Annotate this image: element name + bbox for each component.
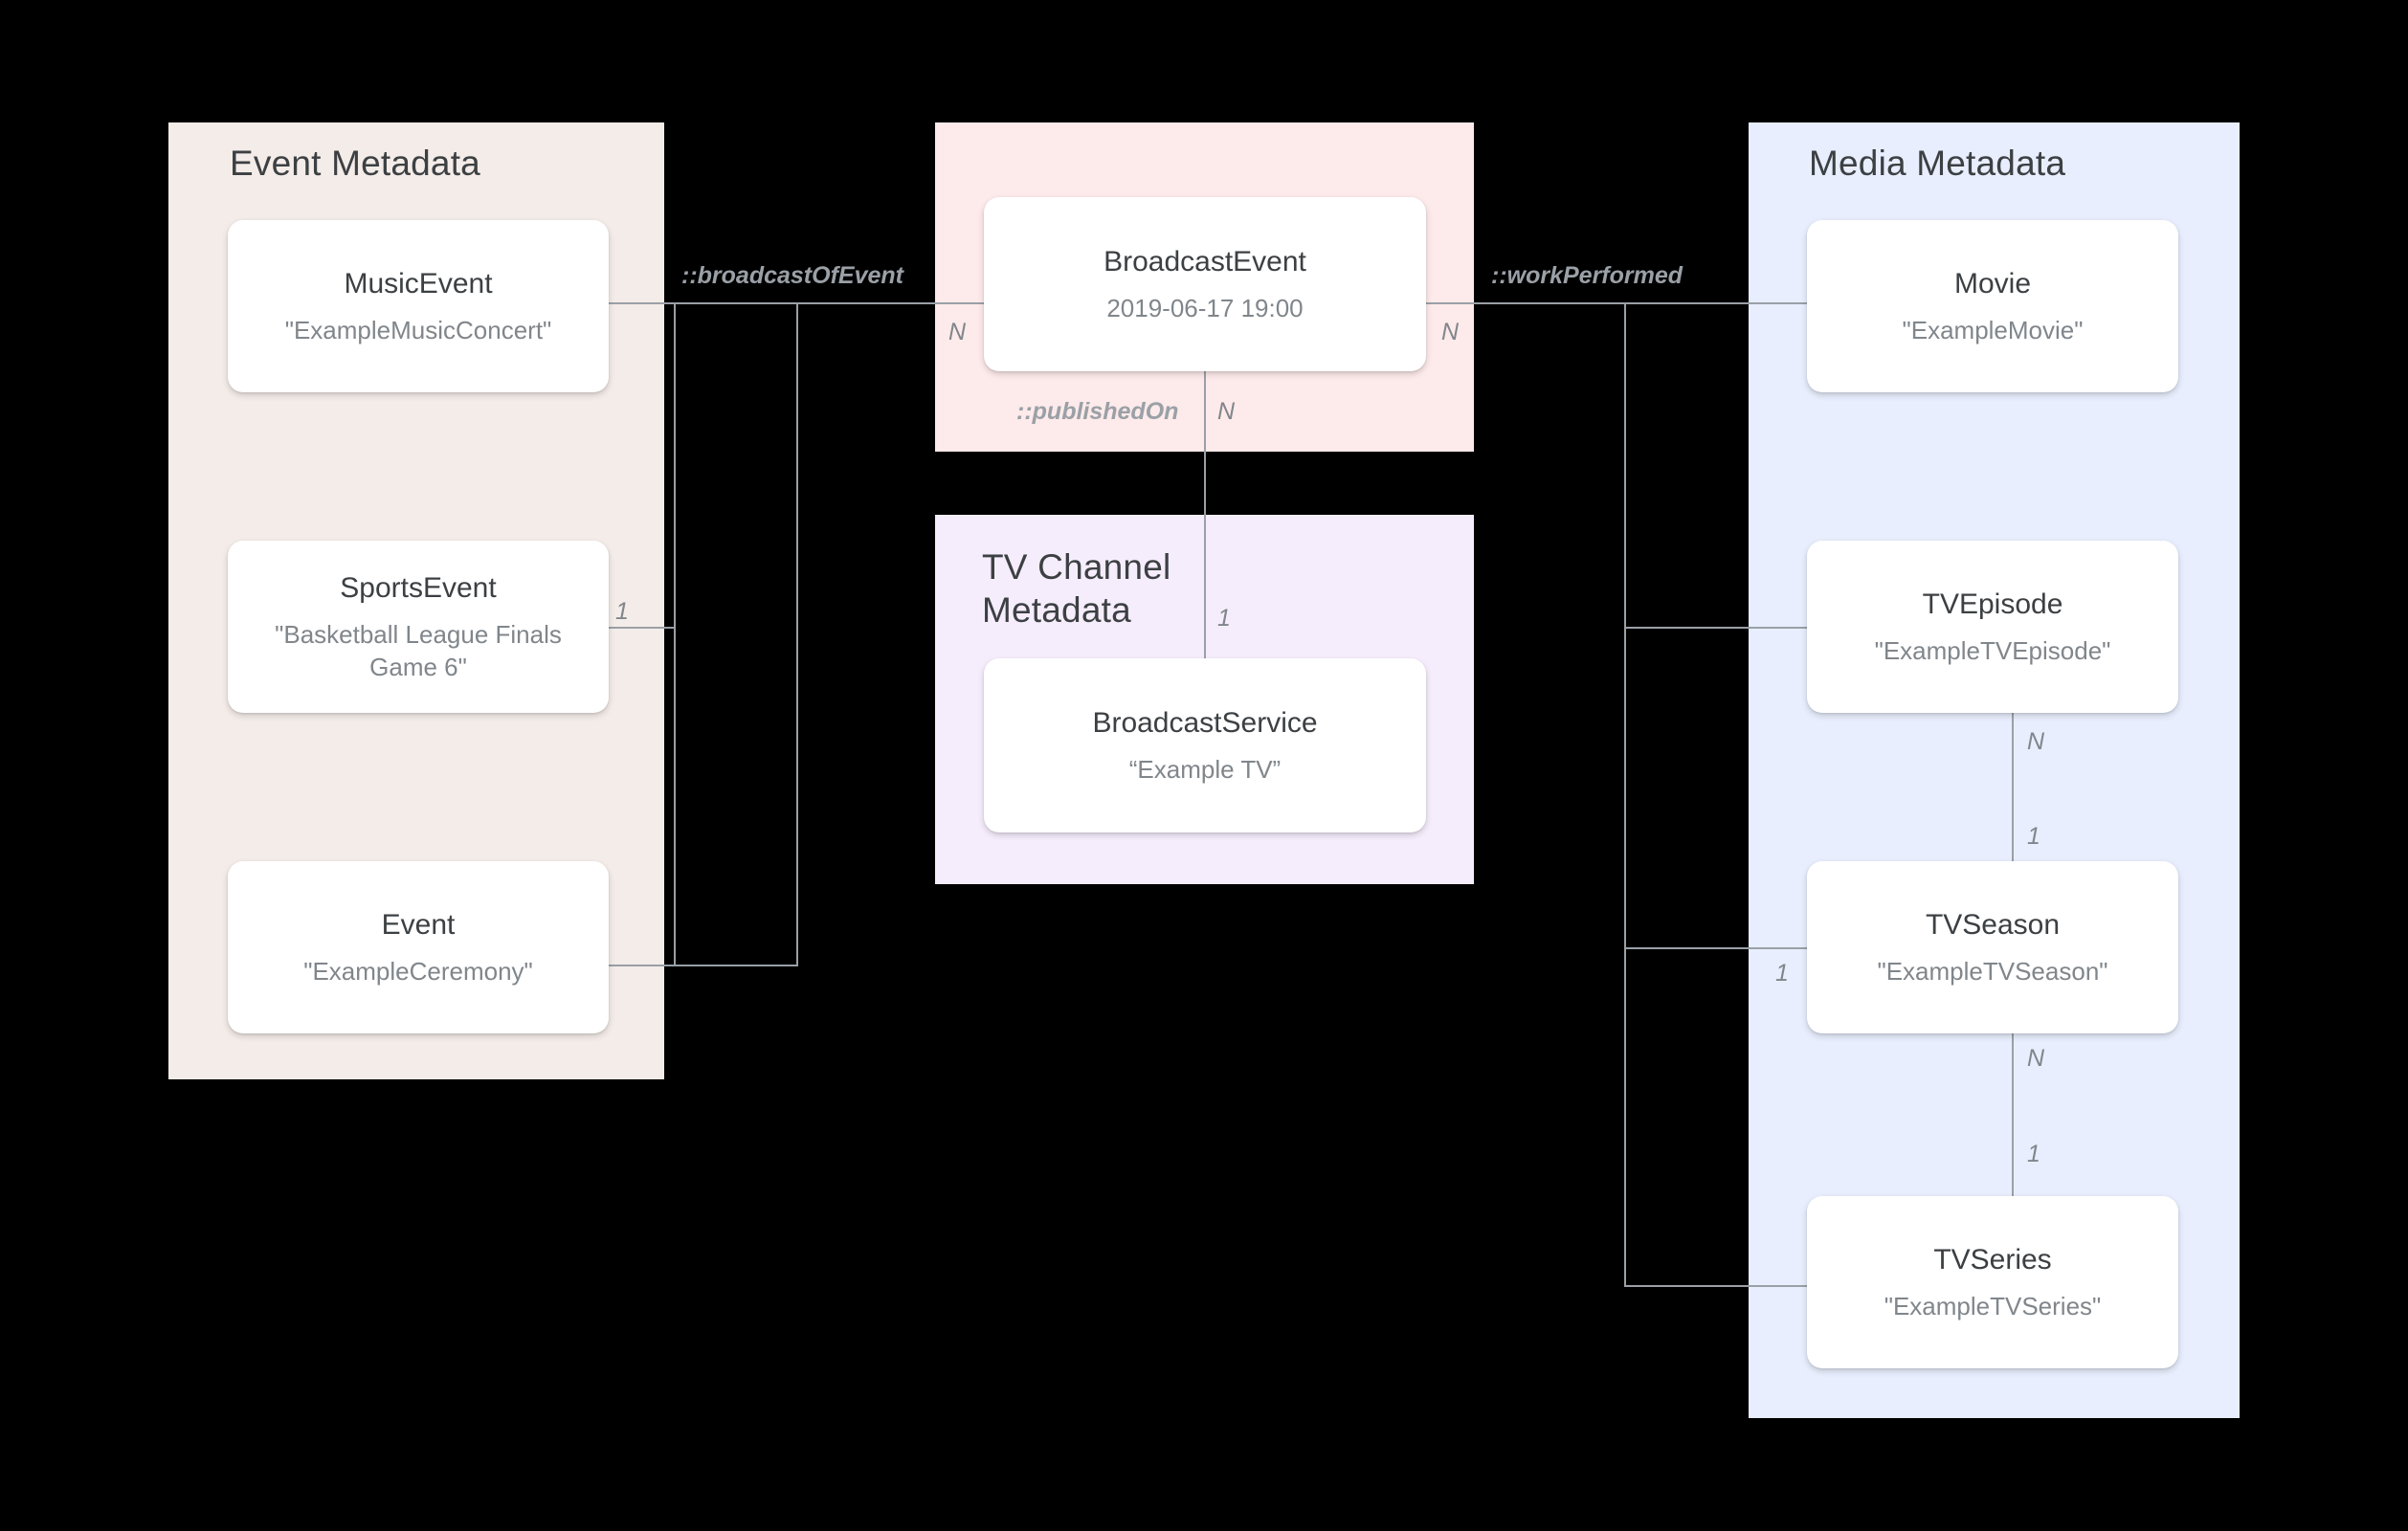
node-music-event-type: MusicEvent [344,267,493,300]
node-movie[interactable]: Movie "ExampleMovie" [1807,220,2178,392]
label-published-on: ::publishedOn [1016,398,1179,425]
edge-right-trunk [1624,302,1626,1287]
node-event-value: "ExampleCeremony" [303,957,533,987]
edge-published-on [1204,371,1206,670]
node-music-event[interactable]: MusicEvent "ExampleMusicConcert" [228,220,609,392]
node-tv-season-value: "ExampleTVSeason" [1877,957,2108,987]
edge-branch-tv-series [1624,1285,1816,1287]
node-broadcast-event[interactable]: BroadcastEvent 2019-06-17 19:00 [984,197,1426,371]
edge-branch-tv-episode [1624,627,1816,629]
edge-music-event-stub [607,302,676,304]
label-broadcast-of-event: ::broadcastOfEvent [681,262,903,289]
edge-left-rail-top [674,302,798,304]
node-event-type: Event [381,908,456,941]
node-broadcast-service-value: “Example TV” [1128,755,1282,785]
edge-episode-to-season [2012,713,2014,863]
edge-branch-tv-season [1624,947,1816,949]
cardinality-broadcast-of-event-source: 1 [615,598,629,625]
node-sports-event[interactable]: SportsEvent "Basketball League Finals Ga… [228,541,609,713]
cardinality-published-on-target: 1 [1217,605,1231,632]
panel-title-tv-channel-metadata: TV Channel Metadata [982,547,1171,631]
label-work-performed: ::workPerformed [1491,262,1683,289]
edge-season-to-series [2012,1033,2014,1198]
node-broadcast-event-value: 2019-06-17 19:00 [1106,294,1304,323]
edge-left-trunk-b [796,302,798,966]
edge-left-trunk-a [674,302,676,966]
cardinality-season-to-series-n: N [2027,1045,2045,1072]
node-tv-episode-value: "ExampleTVEpisode" [1874,636,2111,666]
node-tv-series-value: "ExampleTVSeries" [1884,1292,2102,1321]
node-tv-episode-type: TVEpisode [1922,588,2063,620]
edge-left-rail-bottom [674,965,798,966]
node-tv-season[interactable]: TVSeason "ExampleTVSeason" [1807,861,2178,1033]
node-tv-series-type: TVSeries [1933,1243,2052,1276]
node-tv-season-type: TVSeason [1925,908,2061,941]
cardinality-episode-to-season-n: N [2027,728,2045,755]
edge-work-performed-main [1422,302,1817,304]
cardinality-work-performed-source: N [1441,319,1460,345]
cardinality-tv-season-branch: 1 [1775,960,1789,987]
cardinality-season-to-series-1: 1 [2027,1141,2040,1167]
node-tv-episode[interactable]: TVEpisode "ExampleTVEpisode" [1807,541,2178,713]
cardinality-broadcast-of-event-target: N [948,319,967,345]
node-broadcast-service[interactable]: BroadcastService “Example TV” [984,658,1426,832]
edge-sports-event-stub [607,627,676,629]
node-broadcast-service-type: BroadcastService [1092,706,1318,739]
node-sports-event-value: "Basketball League Finals Game 6" [275,620,562,681]
edge-event-stub [607,965,676,966]
cardinality-published-on-source: N [1217,398,1236,425]
node-music-event-value: "ExampleMusicConcert" [284,316,552,345]
edge-broadcast-of-event-main [796,302,988,304]
node-movie-type: Movie [1953,267,2032,300]
node-sports-event-type: SportsEvent [340,571,497,604]
panel-title-media-metadata: Media Metadata [1809,144,2066,183]
node-broadcast-event-type: BroadcastEvent [1104,245,1306,277]
node-event[interactable]: Event "ExampleCeremony" [228,861,609,1033]
cardinality-episode-to-season-1: 1 [2027,823,2040,850]
node-movie-value: "ExampleMovie" [1902,316,2084,345]
node-tv-series[interactable]: TVSeries "ExampleTVSeries" [1807,1196,2178,1368]
panel-title-event-metadata: Event Metadata [230,144,480,183]
